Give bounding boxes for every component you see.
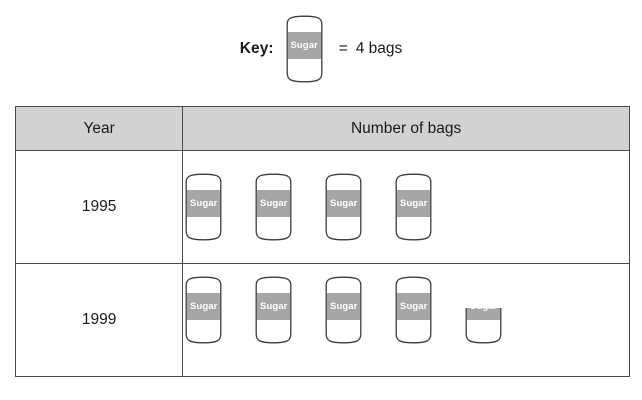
sugar-bag-icon: Sugar bbox=[183, 173, 224, 241]
bag-symbol-strip: Sugar Sugar Sugar bbox=[183, 276, 629, 364]
sugar-bag-label: Sugar bbox=[287, 32, 321, 59]
sugar-bag-icon: Sugar bbox=[253, 276, 294, 344]
sugar-bag-label: Sugar bbox=[397, 293, 431, 320]
sugar-bag-icon: Sugar bbox=[284, 15, 325, 83]
sugar-bag-icon: Sugar bbox=[393, 173, 434, 241]
sugar-bag-icon: Sugar bbox=[393, 276, 434, 344]
sugar-bag-icon: Sugar bbox=[323, 173, 364, 241]
sugar-bag-icon: Sugar bbox=[323, 276, 364, 344]
sugar-bag-label: Sugar bbox=[327, 293, 361, 320]
equals-sign: = bbox=[338, 40, 348, 57]
key-value-text: 4 bags bbox=[355, 40, 403, 57]
bag-symbols-cell: Sugar Sugar Sugar bbox=[182, 150, 630, 264]
sugar-bag-label: Sugar bbox=[257, 293, 291, 320]
bag-symbols-cell: Sugar Sugar Sugar bbox=[182, 263, 630, 377]
sugar-bag-label: Sugar bbox=[327, 190, 361, 217]
sugar-bag-label: Sugar bbox=[467, 308, 501, 320]
year-value: 1995 bbox=[14, 150, 184, 264]
bag-symbol-strip: Sugar Sugar Sugar bbox=[183, 173, 629, 241]
sugar-bag-half-icon: Sugar bbox=[463, 308, 504, 344]
sugar-bag-label: Sugar bbox=[397, 190, 431, 217]
key-value: = 4 bags bbox=[339, 40, 403, 58]
sugar-bag-label: Sugar bbox=[187, 293, 221, 320]
sugar-bag-icon: Sugar bbox=[183, 276, 224, 344]
key-label: Key: bbox=[239, 40, 274, 57]
key-legend: Key: Sugar = 4 bags bbox=[0, 8, 642, 90]
table-row: 1995 Sugar Sugar bbox=[14, 150, 630, 264]
column-header-number-of-bags: Number of bags bbox=[182, 106, 630, 151]
sugar-bag-icon: Sugar bbox=[253, 173, 294, 241]
sugar-bag-label: Sugar bbox=[187, 190, 221, 217]
column-header-year: Year bbox=[14, 106, 184, 151]
table-header-row: Year Number of bags bbox=[14, 106, 630, 151]
pictograph-table: Year Number of bags 1995 Sugar bbox=[14, 106, 630, 377]
year-value: 1999 bbox=[14, 263, 184, 377]
sugar-bag-label: Sugar bbox=[257, 190, 291, 217]
table-row: 1999 Sugar Sugar bbox=[14, 263, 630, 377]
